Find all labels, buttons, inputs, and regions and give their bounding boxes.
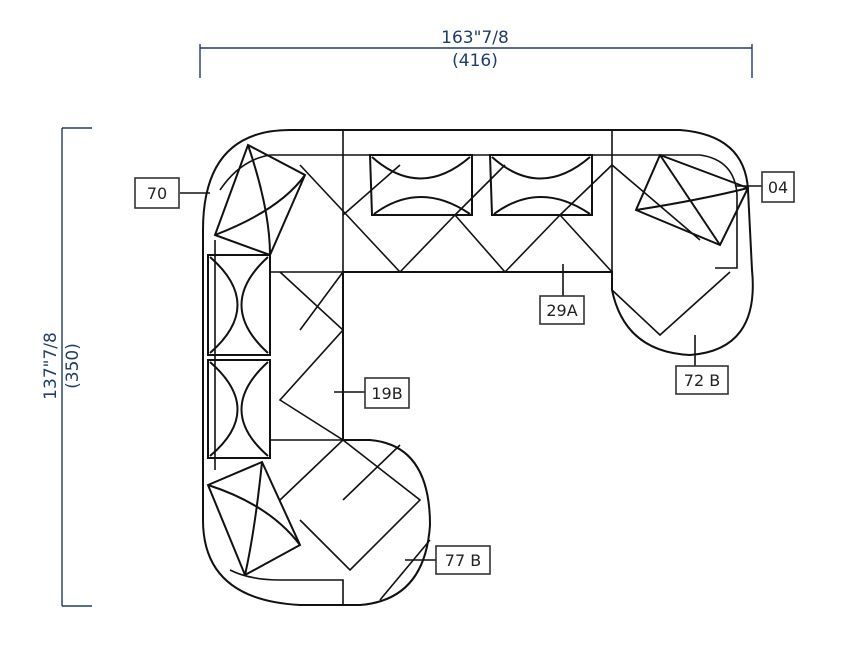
module-code: 19B [371,384,402,403]
depth-dimension: 137"7/8 (350) [41,127,92,607]
width-dimension: 163"7/8 (416) [199,28,753,78]
module-label-77b: 77 B [405,545,491,575]
module-label-72b: 72 B [675,335,729,395]
sofa-outline [202,129,754,606]
width-inches: 163"7/8 [441,28,509,48]
module-label-29a: 29A [539,264,585,325]
module-label-04: 04 [735,171,795,203]
depth-inches: 137"7/8 [41,332,61,400]
cushions [206,143,750,577]
module-code: 72 B [684,371,720,390]
module-label-70: 70 [134,177,210,209]
width-cm: (416) [452,51,498,71]
module-code: 04 [768,178,788,197]
module-label-19b: 19B [334,377,410,409]
module-code: 77 B [445,551,481,570]
depth-cm: (350) [63,343,83,389]
module-code: 70 [147,184,167,203]
module-code: 29A [546,301,577,320]
